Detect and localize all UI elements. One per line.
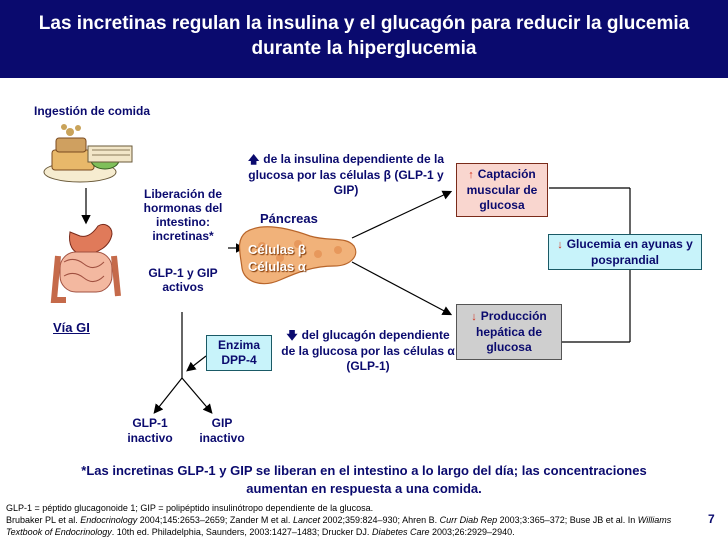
citations: Brubaker PL et al. Endocrinology 2004;14…: [6, 515, 672, 537]
active-incretins-label: GLP-1 y GIP activos: [148, 266, 218, 294]
gi-tract-illustration: [50, 223, 121, 303]
hepatic-production-text: Producción hepática de glucosa: [475, 309, 547, 354]
down-arrow-icon: ↓: [471, 311, 477, 323]
abbreviations: GLP-1 = péptido glucagonoide 1; GIP = po…: [6, 503, 374, 513]
alpha-cells-label: Células α: [248, 259, 306, 274]
food-illustration: [43, 124, 133, 183]
incretin-release-label: Liberación de hormonas del intestino: in…: [143, 187, 223, 243]
glucagon-effect-label: 🡇del glucagón dependiente de la glucosa …: [278, 328, 458, 374]
muscle-uptake-box: ↑Captación muscular de glucosa: [456, 163, 548, 217]
insulin-effect-text: de la insulina dependiente de la glucosa…: [248, 152, 445, 197]
beta-cells-label: Células β: [248, 242, 306, 257]
ingestion-label: Ingestión de comida: [34, 104, 151, 118]
pancreas-illustration: [238, 226, 357, 285]
glucagon-effect-text: del glucagón dependiente de la glucosa p…: [281, 328, 455, 373]
slide-title: Las incretinas regulan la insulina y el …: [38, 13, 690, 59]
up-arrow-icon: ↑: [468, 169, 474, 181]
incretin-footnote: *Las incretinas GLP-1 y GIP se liberan e…: [81, 463, 647, 496]
hepatic-production-box: ↓Producción hepática de glucosa: [456, 304, 562, 360]
glycemia-text: Glucemia en ayunas y posprandial: [566, 236, 693, 267]
down-arrow-icon: ↓: [557, 238, 563, 251]
up-arrow-icon: 🡅: [247, 154, 260, 166]
page-number: 7: [708, 512, 715, 526]
down-arrow-icon: 🡇: [286, 330, 298, 342]
dpp4-enzyme-text: Enzima DPP-4: [217, 338, 260, 367]
insulin-effect-label: 🡅de la insulina dependiente de la glucos…: [236, 152, 456, 198]
gi-tract-label: Vía GI: [53, 320, 90, 335]
title-bar: Las incretinas regulan la insulina y el …: [0, 0, 728, 78]
muscle-uptake-text: Captación muscular de glucosa: [466, 167, 538, 212]
glp1-inactive-label: GLP-1 inactivo: [127, 416, 173, 445]
dpp4-enzyme-box: Enzima DPP-4: [206, 335, 272, 371]
references: GLP-1 = péptido glucagonoide 1; GIP = po…: [6, 502, 704, 538]
glycemia-box: ↓Glucemia en ayunas y posprandial: [548, 234, 702, 270]
gip-inactive-label: GIP inactivo: [199, 416, 245, 445]
pancreas-label: Páncreas: [260, 211, 318, 226]
